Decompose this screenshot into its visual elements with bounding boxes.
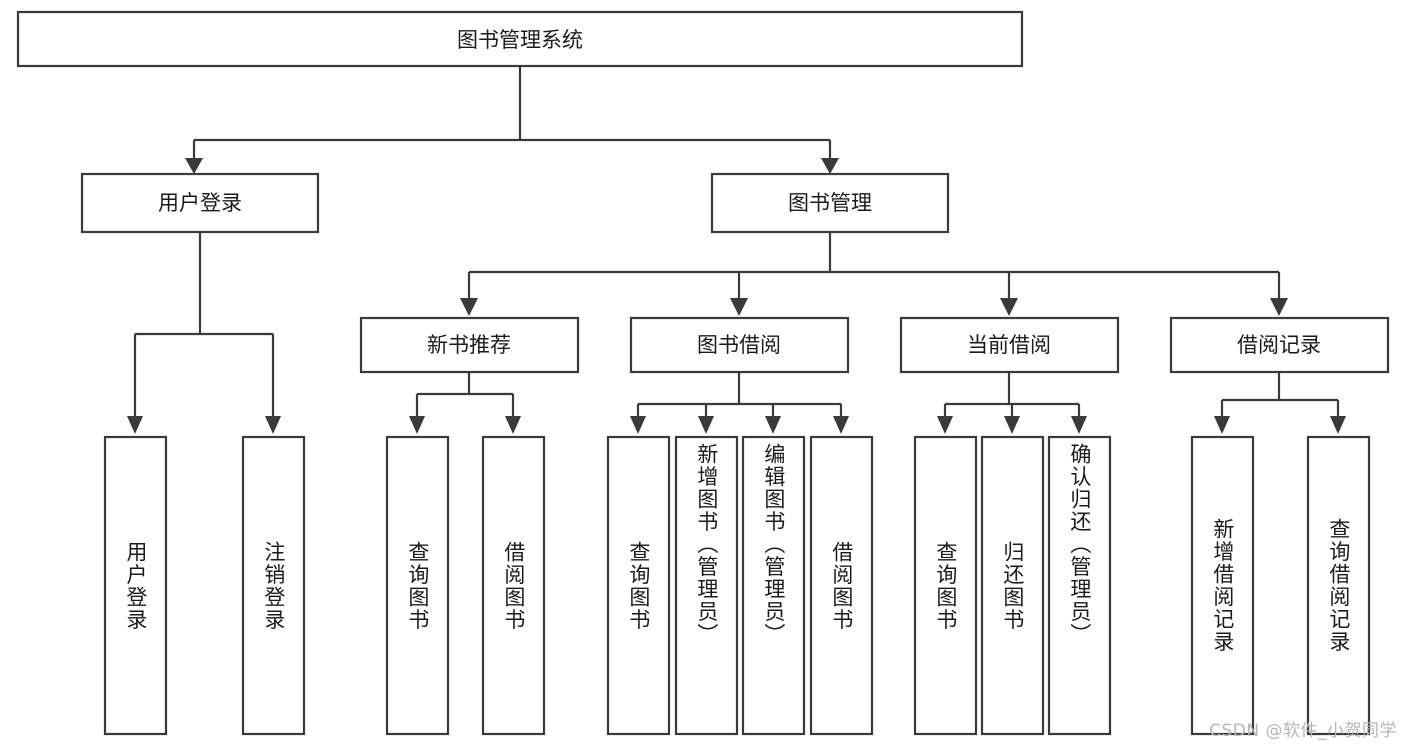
leaf-box-book-borrow-3[interactable] [809, 435, 874, 736]
leaf-box-new-book-1[interactable] [481, 435, 546, 736]
node-book-borrow-box[interactable] [629, 316, 850, 374]
leaf-box-current-borrow-1[interactable] [980, 435, 1045, 736]
arrowhead-current-borrow [1000, 298, 1018, 316]
arrowhead-new-book [460, 298, 478, 316]
leaf-box-user-login-1[interactable] [241, 435, 306, 736]
leaf-box-user-login-0[interactable] [103, 435, 168, 736]
node-book-manage-label: 图书管理 [788, 191, 872, 215]
leaf-box-book-borrow-0[interactable] [606, 435, 671, 736]
leaf-box-book-borrow-2[interactable] [741, 435, 806, 736]
node-user-login-label: 用户登录 [158, 191, 242, 215]
arrowhead-book-borrow [730, 298, 748, 316]
node-new-book-label: 新书推荐 [427, 333, 511, 357]
arrowhead-borrow-record [1270, 298, 1288, 316]
arrowhead-user-leaf-2 [265, 416, 281, 434]
arrowhead-user-leaf-1 [127, 416, 143, 434]
arrowhead-currentborrow-leaf-1 [937, 416, 953, 434]
node-book-manage-box[interactable] [710, 172, 950, 234]
node-root-label: 图书管理系统 [457, 28, 583, 52]
arrowhead-borrowrecord-leaf-2 [1330, 416, 1346, 434]
watermark-label: CSDN @软件_小贺同学 [1209, 721, 1397, 741]
arrowhead-bookborrow-leaf-4 [833, 416, 849, 434]
leaf-box-book-borrow-1[interactable] [674, 435, 739, 736]
arrowhead-bookborrow-leaf-1 [630, 416, 646, 434]
leaf-box-borrow-record-0[interactable] [1190, 435, 1255, 736]
arrowhead-user-login [185, 158, 203, 174]
arrowhead-newbook-leaf-1 [409, 416, 425, 434]
leaf-box-current-borrow-2[interactable] [1047, 435, 1112, 736]
arrowhead-bookborrow-leaf-3 [765, 416, 781, 434]
node-current-borrow-label: 当前借阅 [967, 333, 1051, 357]
arrowhead-newbook-leaf-2 [505, 416, 521, 434]
arrowhead-currentborrow-leaf-2 [1004, 416, 1020, 434]
node-new-book-box[interactable] [359, 316, 580, 374]
node-borrow-record-label: 借阅记录 [1237, 333, 1321, 357]
arrowhead-currentborrow-leaf-3 [1071, 416, 1087, 434]
node-root-box[interactable] [16, 10, 1024, 68]
leaf-box-current-borrow-0[interactable] [913, 435, 978, 736]
leaf-box-new-book-0[interactable] [385, 435, 450, 736]
arrowhead-bookborrow-leaf-2 [698, 416, 714, 434]
node-current-borrow-box[interactable] [899, 316, 1120, 374]
node-borrow-record-box[interactable] [1169, 316, 1390, 374]
leaf-box-borrow-record-1[interactable] [1306, 435, 1371, 736]
arrowhead-book-manage [821, 158, 839, 174]
arrowhead-borrowrecord-leaf-1 [1214, 416, 1230, 434]
node-book-borrow-label: 图书借阅 [697, 333, 781, 357]
